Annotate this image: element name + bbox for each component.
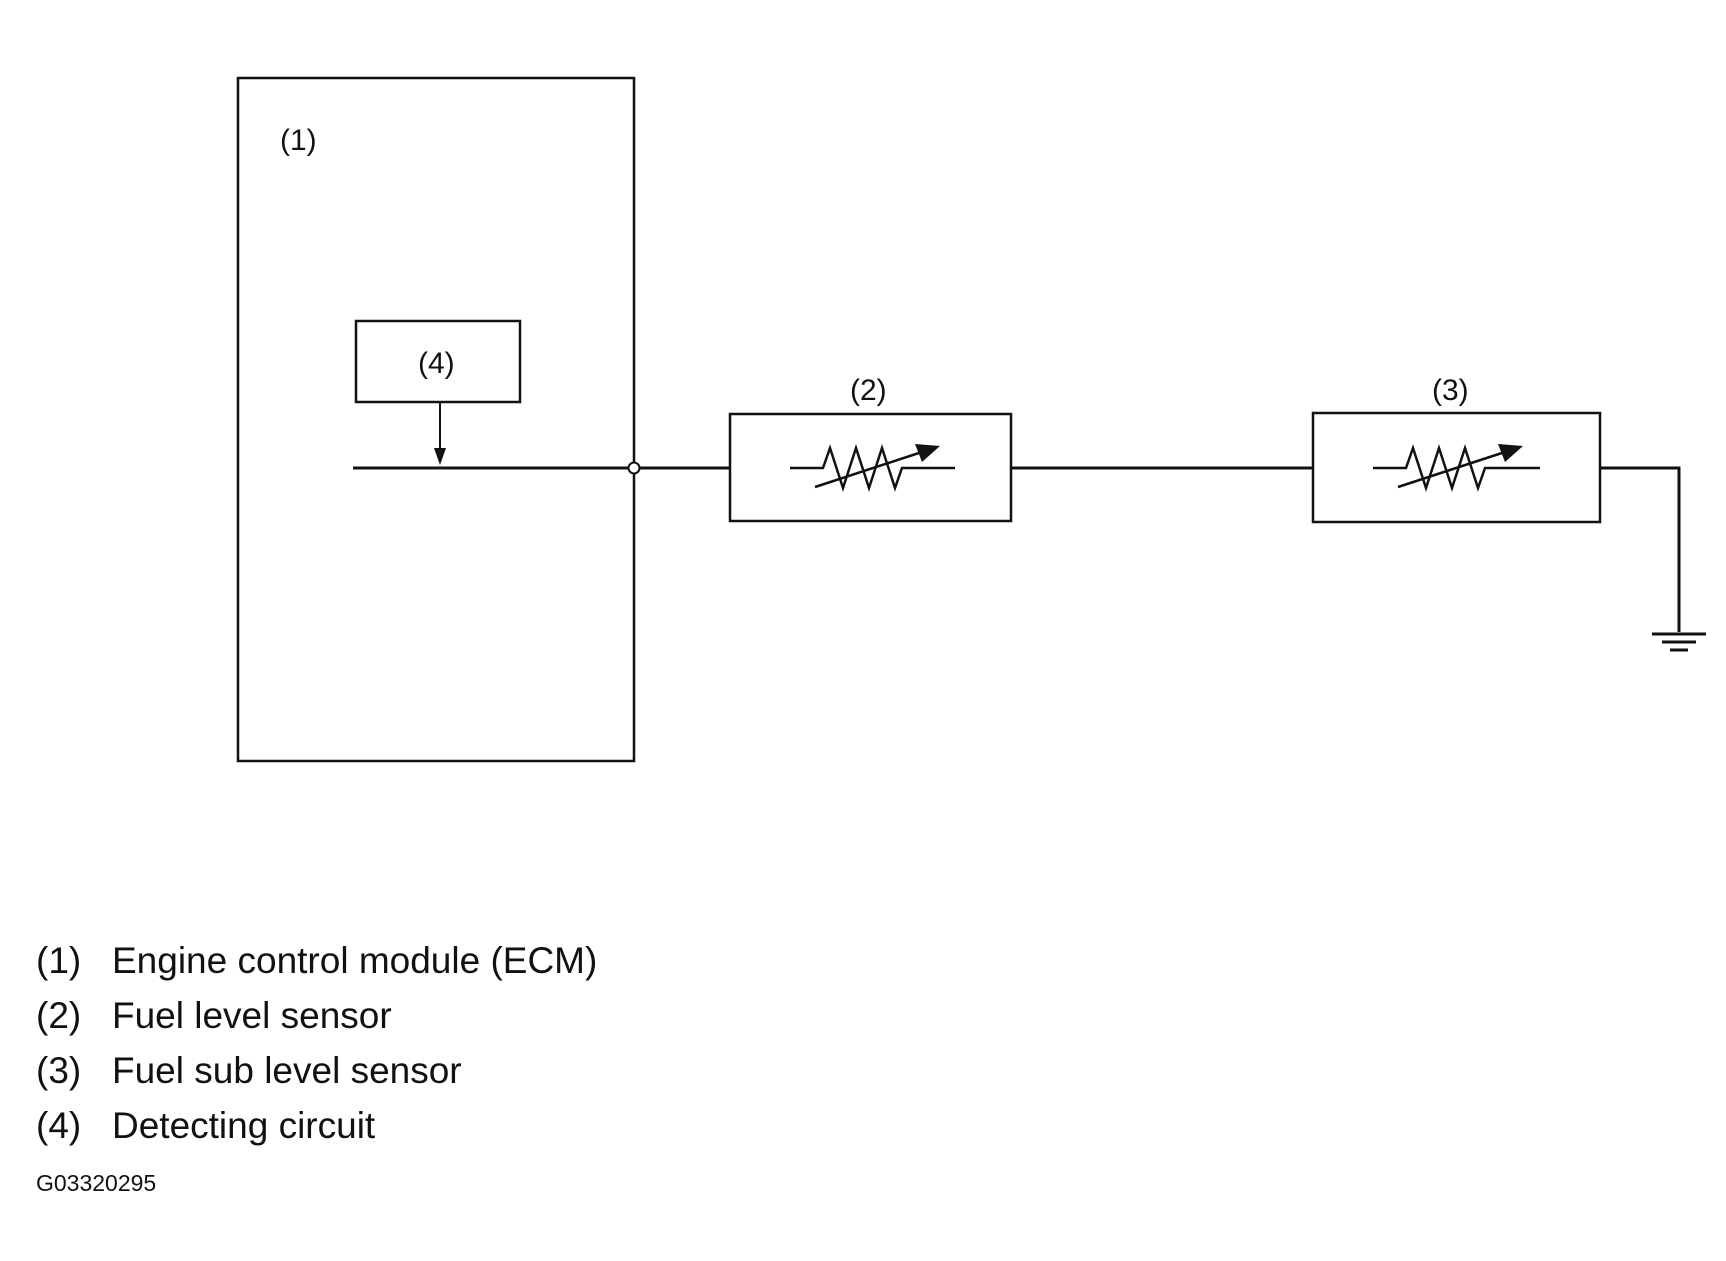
ecm-box bbox=[236, 76, 636, 763]
legend: (1) Engine control module (ECM) (2) Fuel… bbox=[36, 940, 597, 1160]
legend-number: (1) bbox=[36, 940, 82, 981]
variable-resistor-icon bbox=[1373, 443, 1540, 493]
fuel-level-sensor-box bbox=[728, 412, 1013, 523]
wire-to-ground bbox=[1600, 466, 1681, 632]
legend-item: (4) Detecting circuit bbox=[36, 1105, 597, 1160]
ecm-callout: (1) bbox=[280, 124, 317, 157]
legend-item: (1) Engine control module (ECM) bbox=[36, 940, 597, 995]
legend-number: (3) bbox=[36, 1050, 82, 1091]
legend-text: Fuel sub level sensor bbox=[112, 1050, 462, 1091]
figure-id: G03320295 bbox=[36, 1170, 157, 1196]
legend-text: Fuel level sensor bbox=[112, 995, 392, 1036]
variable-resistor-icon bbox=[790, 443, 955, 493]
detecting-arrow-head bbox=[434, 448, 446, 465]
legend-item: (3) Fuel sub level sensor bbox=[36, 1050, 597, 1105]
detecting-circuit-box bbox=[354, 319, 522, 404]
legend-number: (4) bbox=[36, 1105, 82, 1146]
fuel-level-sensor-callout: (2) bbox=[850, 374, 887, 407]
legend-number: (2) bbox=[36, 995, 82, 1036]
detecting-circuit-callout: (4) bbox=[418, 347, 455, 380]
ecm-terminal bbox=[627, 461, 641, 475]
ground-icon bbox=[1652, 632, 1706, 652]
legend-item: (2) Fuel level sensor bbox=[36, 995, 597, 1050]
legend-text: Detecting circuit bbox=[112, 1105, 376, 1146]
legend-text: Engine control module (ECM) bbox=[112, 940, 598, 981]
fuel-sub-level-sensor-callout: (3) bbox=[1432, 374, 1469, 407]
